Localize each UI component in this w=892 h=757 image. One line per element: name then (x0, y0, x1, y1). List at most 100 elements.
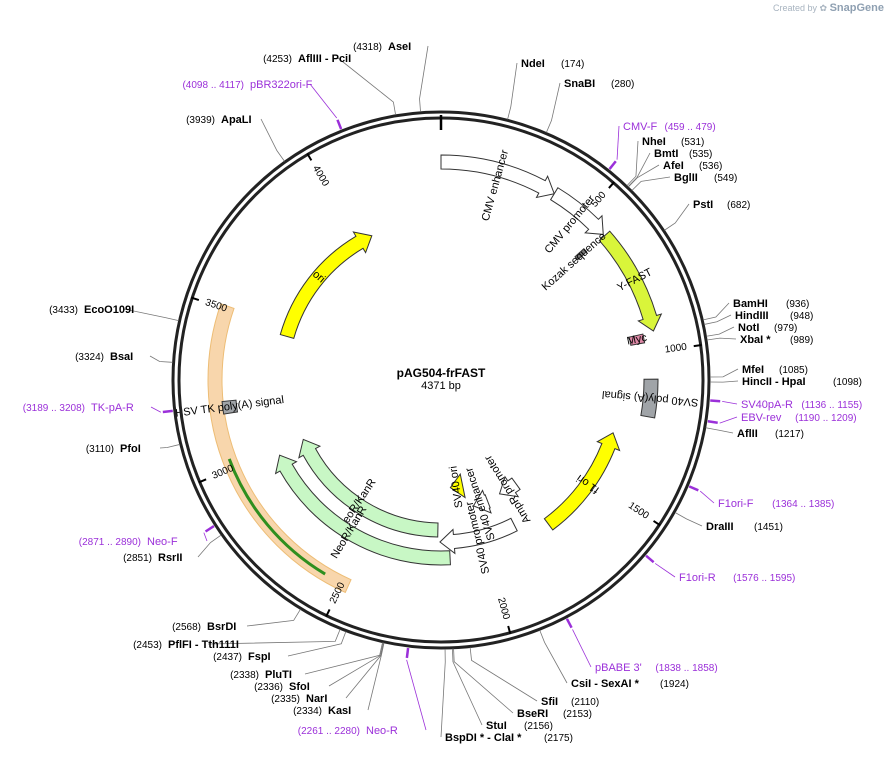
enzyme-ndei-leader (507, 62, 518, 120)
enzyme-rsrii-position: (2851) (123, 553, 152, 564)
enzyme-bseri-position: (2153) (563, 709, 592, 720)
tick-mark-4000 (306, 153, 313, 161)
enzyme-psti-label: PstI (693, 199, 713, 211)
enzyme-psti-leader (664, 203, 690, 231)
enzyme-pluti-leader (304, 642, 383, 675)
enzyme-apali-leader (260, 118, 285, 162)
primer-ebv-rev-range: (1190 .. 1209) (795, 413, 857, 424)
enzyme-noti-label: NotI (738, 322, 759, 334)
primer-f1ori-r-label: F1ori-R (679, 572, 716, 584)
primer-sv40pa-r-marker (710, 399, 721, 403)
primer-cmv-f-marker (608, 160, 617, 170)
enzyme-aflii-leader (705, 427, 734, 434)
enzyme-bsai-label: BsaI (110, 351, 133, 363)
enzyme-bsrdi-leader (246, 609, 301, 627)
enzyme-sfoi-leader (328, 642, 384, 687)
primer-neo-f-leader (203, 532, 208, 542)
enzyme-afei-position: (536) (699, 161, 722, 172)
enzyme-pfoi-leader (159, 444, 180, 449)
enzyme-ecoo109i-position: (3433) (49, 305, 78, 316)
primer-cmv-f-leader (616, 125, 620, 160)
enzyme-bsai-position: (3324) (75, 352, 104, 363)
feature-neor-kanr-2 (274, 454, 451, 566)
feature-kozak-sequence (574, 248, 588, 261)
enzyme-afei-leader (628, 164, 660, 188)
primer-pbr322ori-f-leader (309, 83, 338, 119)
center-layer: pAG504-frFAST 4371 bp (397, 366, 486, 392)
enzyme-rsrii-label: RsrII (158, 552, 182, 564)
enzyme-bglii-position: (549) (714, 173, 737, 184)
primer-pbabe-3-label: pBABE 3' (595, 662, 642, 674)
feature-neor-kanr-1 (298, 438, 439, 538)
primer-neo-f-label: Neo-F (147, 536, 178, 548)
primer-pbr322ori-f-marker (336, 119, 343, 130)
enzyme-fspi-label: FspI (248, 651, 271, 663)
enzyme-kasi-position: (2334) (293, 706, 322, 717)
enzyme-hincii-hpai-leader (709, 380, 739, 383)
primer-neo-r-marker (405, 647, 410, 659)
orf-highlight-band (207, 303, 352, 594)
enzyme-bsai-leader (149, 355, 173, 363)
enzyme-psti-position: (682) (727, 200, 750, 211)
enzyme-fspi-leader (287, 631, 347, 657)
primer-sv40pa-r-leader (722, 400, 738, 405)
primer-neo-r-leader (406, 659, 427, 731)
enzyme-sfii-position: (2110) (571, 697, 599, 708)
primer-sv40pa-r-range: (1136 .. 1155) (801, 400, 862, 411)
primer-f1ori-r-leader (654, 563, 676, 578)
enzyme-nari-position: (2335) (271, 694, 300, 705)
enzyme-noti-leader (706, 326, 735, 337)
enzyme-bmti-label: BmtI (654, 148, 678, 160)
enzyme-pflfi-tth111i-position: (2453) (133, 640, 162, 651)
feature-cmv-enhancer (440, 154, 555, 199)
enzyme-hincii-hpai-label: HincII - HpaI (742, 376, 806, 388)
enzyme-hindiii-label: HindIII (735, 310, 769, 322)
tick-label-4000: 4000 (310, 164, 331, 189)
primer-sv40pa-r-label: SV40pA-R (741, 399, 793, 411)
enzyme-afliii-pcii-label: AflIII - PciI (298, 53, 351, 65)
enzyme-afei-label: AfeI (663, 160, 684, 172)
primer-f1ori-f-range: (1364 .. 1385) (772, 499, 834, 510)
tick-label-2000: 2000 (495, 596, 512, 621)
site-layer: NdeI(174)SnaBI(280)NheI(531)BmtI(535)Afe… (23, 41, 862, 744)
enzyme-mfei-leader (709, 368, 739, 378)
enzyme-ndei-position: (174) (561, 59, 584, 70)
feature-sv40-enhancer (472, 489, 492, 514)
primer-pbabe-3-marker (565, 618, 573, 629)
enzyme-aflii-label: AflII (737, 428, 758, 440)
feature-f1-ori (543, 432, 621, 531)
enzyme-fspi-position: (2437) (213, 652, 242, 663)
enzyme-bglii-label: BglII (674, 172, 698, 184)
feature-ampr-promoter (498, 475, 521, 498)
enzyme-stui-leader (452, 648, 483, 726)
enzyme-asei-position: (4318) (353, 42, 382, 53)
enzyme-mfei-position: (1085) (779, 365, 808, 376)
enzyme-sfii-leader (469, 647, 538, 702)
primer-f1ori-f-marker (688, 485, 699, 492)
primer-neo-f-range: (2871 .. 2890) (79, 537, 141, 548)
enzyme-ecoo109i-leader (123, 308, 179, 322)
enzyme-apali-position: (3939) (186, 115, 215, 126)
enzyme-draiii-position: (1451) (754, 522, 783, 533)
enzyme-bspdi-clai-label: BspDI * - ClaI * (445, 732, 522, 744)
tick-mark-3500 (190, 296, 200, 302)
tick-mark-2500 (325, 608, 331, 618)
enzyme-kasi-label: KasI (328, 705, 351, 717)
backbone-outer-ring (171, 110, 711, 650)
plasmid-name: pAG504-frFAST (397, 366, 486, 380)
tick-mark-500 (608, 181, 615, 189)
enzyme-noti-position: (979) (774, 323, 797, 334)
enzyme-stui-label: StuI (486, 720, 507, 732)
enzyme-nhei-label: NheI (642, 136, 666, 148)
enzyme-ecoo109i-label: EcoO109I (84, 304, 134, 316)
enzyme-bspdi-clai-position: (2175) (544, 733, 573, 744)
enzyme-bamhi-leader (703, 302, 730, 321)
enzyme-hindiii-position: (948) (790, 311, 813, 322)
enzyme-nhei-position: (531) (681, 137, 704, 148)
plasmid-length: 4371 bp (421, 380, 461, 392)
primer-f1ori-r-range: (1576 .. 1595) (733, 573, 795, 584)
feature-sv40-promoter (439, 517, 518, 555)
enzyme-bmti-position: (535) (689, 149, 712, 160)
enzyme-hincii-hpai-position: (1098) (833, 377, 862, 388)
enzyme-bspdi-clai-leader (440, 648, 446, 738)
